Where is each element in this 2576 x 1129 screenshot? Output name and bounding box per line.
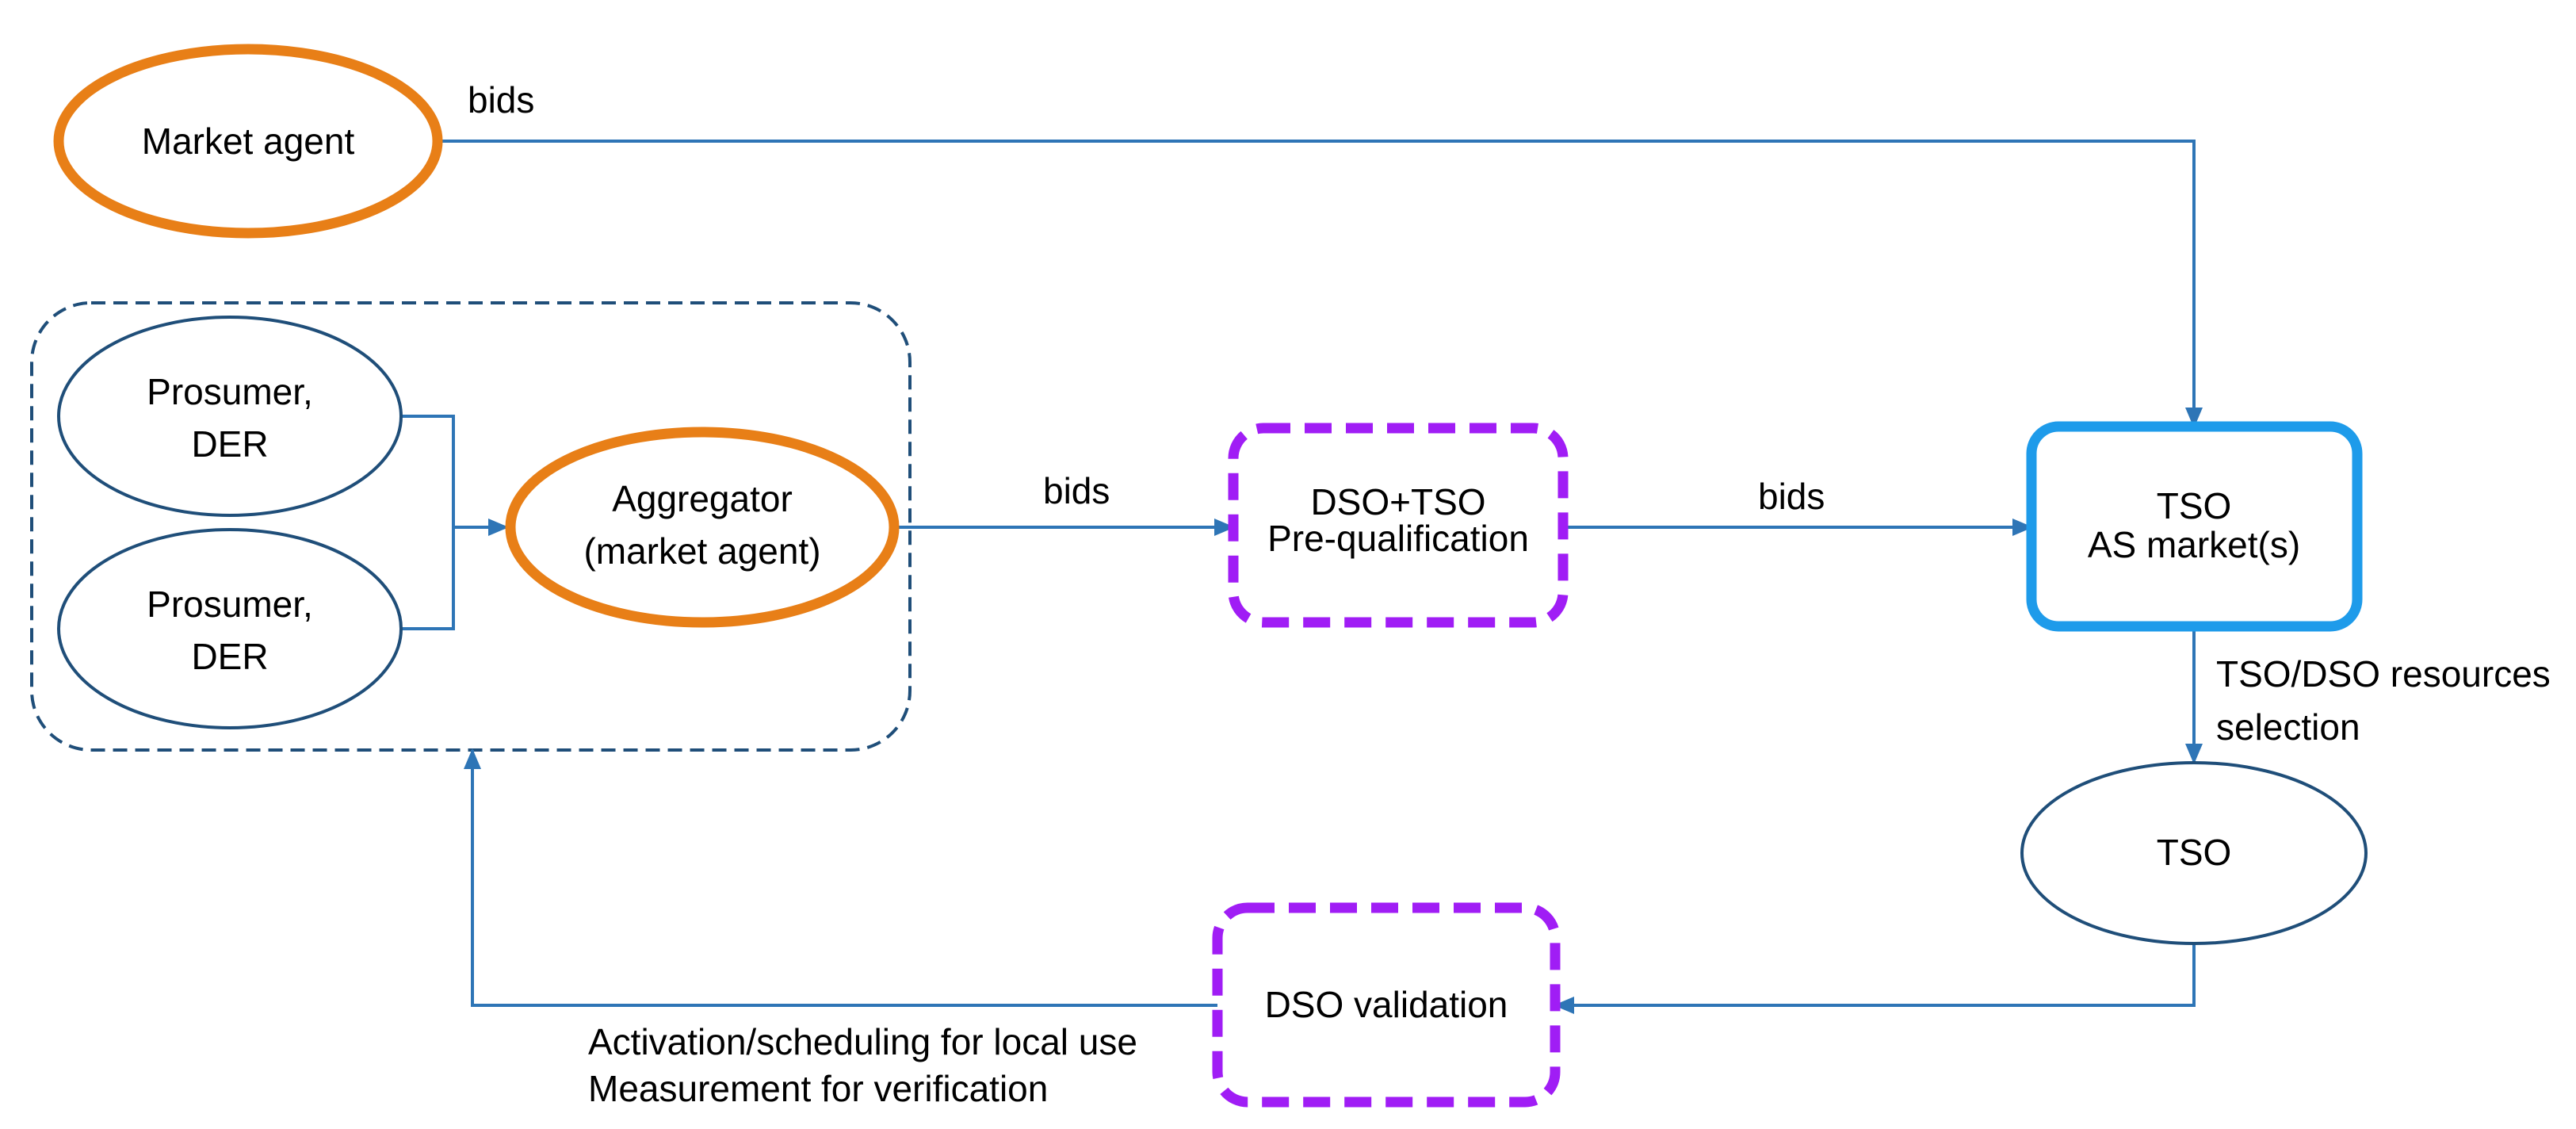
- edges: [401, 140, 2203, 1014]
- tso-market-label-line1: TSO: [2157, 485, 2232, 526]
- prosumer-2-label-line2: DER: [191, 636, 268, 677]
- tso-market-label-line2: AS market(s): [2088, 524, 2300, 565]
- dso-validation-node: [1212, 902, 1561, 1108]
- aggregator-label-line2: (market agent): [583, 530, 820, 572]
- aggregator-node: [505, 427, 900, 628]
- dso-validation-label: DSO validation: [1265, 984, 1508, 1025]
- tso-market-node: [2026, 421, 2363, 632]
- market-agent-node: [53, 44, 443, 239]
- prequalification-node: [1228, 423, 1569, 628]
- edge-market-agent-to-tso-market: [438, 140, 2203, 428]
- prequalification-label-line2: Pre-qualification: [1267, 518, 1529, 559]
- prosumer-1-label-line1: Prosumer,: [147, 371, 313, 412]
- selection-label-line2: selection: [2216, 706, 2360, 748]
- prequalification-bids-label: bids: [1758, 476, 1825, 517]
- aggregator-bids-label: bids: [1043, 470, 1110, 511]
- tso-label: TSO: [2157, 832, 2232, 873]
- feedback-label-line2: Measurement for verification: [588, 1068, 1048, 1109]
- selection-label-line1: TSO/DSO resources: [2216, 653, 2551, 695]
- edge-dso-validation-to-group: [464, 748, 1217, 1007]
- edge-prosumer1-to-aggregator: [401, 415, 509, 536]
- market-agent-label: Market agent: [142, 121, 355, 162]
- prosumer-1-label-line2: DER: [191, 423, 268, 465]
- edge-prosumer2-to-aggregator: [401, 527, 455, 630]
- tso-node: [2020, 761, 2368, 945]
- feedback-label-line1: Activation/scheduling for local use: [588, 1021, 1137, 1062]
- prequalification-label-line1: DSO+TSO: [1310, 481, 1485, 522]
- aggregator-label-line1: Aggregator: [612, 478, 793, 519]
- prosumer-node-1: [57, 316, 403, 517]
- prosumer-node-2: [57, 528, 403, 729]
- prosumer-2-label-line1: Prosumer,: [147, 584, 313, 625]
- market-agent-bids-label: bids: [468, 79, 534, 121]
